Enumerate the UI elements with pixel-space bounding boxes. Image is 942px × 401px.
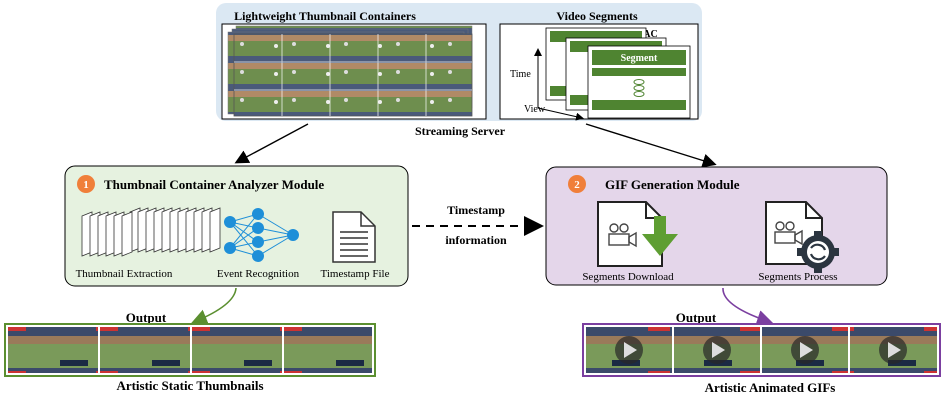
- static-thumbnail: [192, 327, 282, 373]
- output-label-right: Output: [676, 310, 717, 325]
- streaming-server: Lightweight Thumbnail Containers Video S…: [216, 3, 702, 138]
- static-thumbnail: [100, 327, 190, 373]
- thumbnail-extraction-label: Thumbnail Extraction: [76, 268, 173, 280]
- gif-frame: [674, 327, 760, 373]
- module2-gif-generation: 2 GIF Generation Module Segments Downloa…: [545, 166, 888, 286]
- segment-label: Segment: [621, 53, 658, 64]
- play-icon[interactable]: [800, 342, 813, 358]
- module1-panel: [64, 165, 409, 287]
- static-thumbnail-strip: [4, 323, 376, 377]
- thumbnail-container-stack: [221, 23, 487, 120]
- module1-number: 1: [83, 179, 89, 191]
- gif-frame: [586, 327, 672, 373]
- arrow-to-module2: [585, 123, 717, 168]
- play-icon[interactable]: [624, 342, 637, 358]
- animated-gif-strip: [582, 323, 941, 377]
- neural-network-icon: [224, 208, 299, 262]
- event-recognition-label: Event Recognition: [217, 268, 300, 280]
- thumbnail-stack-front: [81, 211, 133, 257]
- play-icon[interactable]: [888, 342, 901, 358]
- timestamp-link: Timestamp information: [412, 203, 544, 247]
- thumbnail-stack-icon: [129, 207, 221, 253]
- document-icon: [332, 211, 376, 263]
- play-icon[interactable]: [712, 342, 725, 358]
- arrow-to-module1: [234, 123, 309, 164]
- axis-time-label: Time: [510, 69, 531, 80]
- video-process-icon: [765, 201, 839, 273]
- module2-number-badge: [568, 175, 586, 193]
- video-segments-panel: H.264/AAC Time View Segment: [499, 23, 699, 121]
- module1-title: Thumbnail Container Analyzer Module: [104, 177, 324, 192]
- segment-card-front: Segment: [587, 45, 691, 119]
- static-thumbnail: [8, 327, 98, 373]
- video-download-icon: [597, 201, 678, 267]
- axis-view-label: View: [524, 104, 546, 115]
- timestamp-label-line2: information: [445, 233, 507, 247]
- thumbnail-containers-title: Lightweight Thumbnail Containers: [234, 9, 416, 23]
- streaming-server-label: Streaming Server: [415, 124, 506, 138]
- timestamp-file-label: Timestamp File: [321, 268, 390, 280]
- gif-frame: [850, 327, 937, 373]
- segments-download-label: Segments Download: [582, 271, 674, 283]
- module2-title: GIF Generation Module: [605, 177, 740, 192]
- static-thumbnail: [284, 327, 372, 373]
- gif-frame: [762, 327, 848, 373]
- video-segments-title: Video Segments: [556, 9, 638, 23]
- output-label-left: Output: [126, 310, 167, 325]
- output-arrow-left: [191, 287, 237, 325]
- static-thumbnails-caption: Artistic Static Thumbnails: [116, 378, 263, 393]
- output-arrow-right: [722, 287, 774, 326]
- module2-number: 2: [574, 179, 580, 191]
- segments-process-label: Segments Process: [758, 271, 837, 283]
- module1-analyzer: 1 Thumbnail Container Analyzer Module Th…: [64, 165, 409, 287]
- animated-gifs-caption: Artistic Animated GIFs: [705, 380, 836, 395]
- timestamp-label-line1: Timestamp: [447, 203, 505, 217]
- module1-number-badge: [77, 175, 95, 193]
